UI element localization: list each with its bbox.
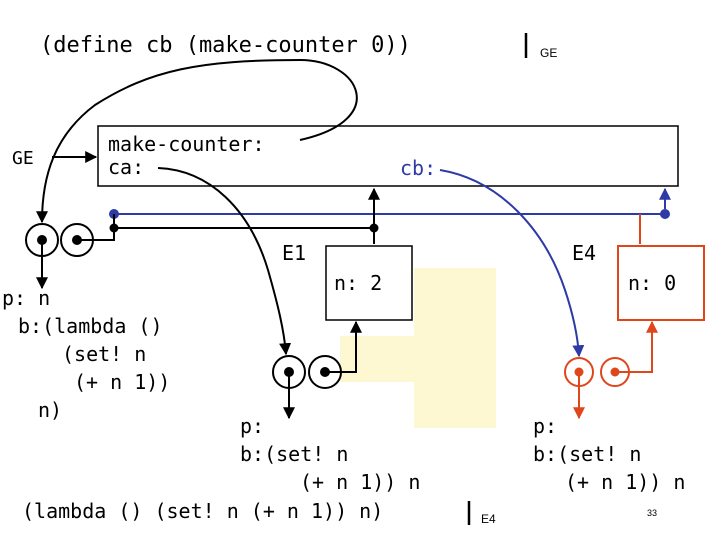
ca-env-link [325,320,362,373]
footer-expression: (lambda () (set! n (+ n 1)) n) [22,499,383,523]
make-counter-binding-arrow [36,58,358,224]
footer-env-label: E4 [481,512,496,526]
binding-cb: cb: [400,156,436,180]
cb-body-line-1: b:(set! n [533,442,641,466]
make-counter-body-line-1: b:(lambda () [18,314,163,338]
cb-binding-arrow [439,169,585,358]
make-counter-params: p: n [2,286,50,310]
frame-e1-label: E1 [282,241,306,265]
ge-pointer-label: GE [12,148,34,169]
env-link-dot-right [660,209,670,219]
binding-make-counter: make-counter: [108,132,265,156]
header-expression: (define cb (make-counter 0)) [40,33,411,58]
binding-ca: ca: [108,155,144,179]
ca-body-line-2: (+ n 1)) n [300,470,420,494]
ca-params: p: [240,414,264,438]
frame-e1-binding: n: 2 [334,271,382,295]
cb-env-link [615,320,658,373]
ca-procedure-object [272,355,342,389]
make-counter-env-link [77,214,115,241]
frame-e1 [325,245,413,321]
page-number: 33 [647,508,657,518]
frame-e4-label: E4 [572,241,596,265]
frame-e4-binding: n: 0 [628,271,676,295]
make-counter-body-line-3: (+ n 1)) [74,370,170,394]
e1-env-link [114,227,375,244]
e1-env-link-dot [369,223,379,233]
make-counter-body-line-4: n) [38,398,62,422]
make-counter-procedure-object [25,223,94,257]
header-env-label: GE [540,46,557,60]
highlight-background [340,268,496,428]
cb-params: p: [533,414,557,438]
ca-body-line-1: b:(set! n [240,442,348,466]
make-counter-body-line-2: (set! n [62,342,146,366]
cb-body-line-2: (+ n 1)) n [565,470,685,494]
frame-e4 [617,245,705,321]
ca-binding-arrow [157,167,292,356]
